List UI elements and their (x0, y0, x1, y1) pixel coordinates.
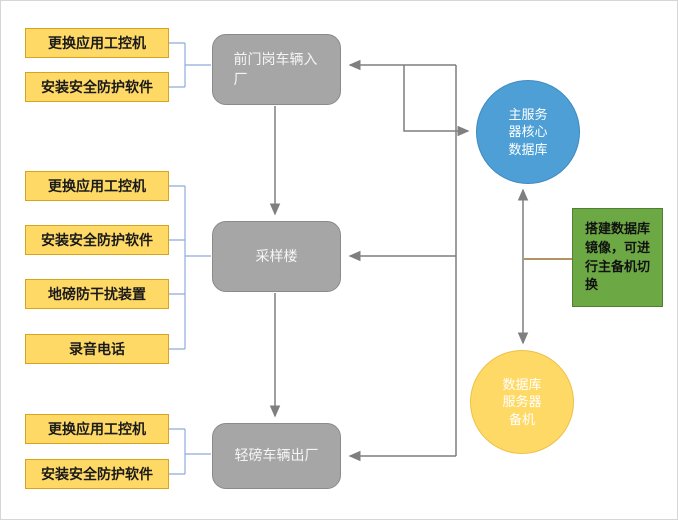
bracket-entry-group (169, 42, 211, 88)
arrow-entry-to-db (403, 65, 470, 137)
upgrade-tag-sampling-4: 录音电话 (25, 334, 169, 364)
station-exit-weighbridge: 轻磅车辆出厂 (212, 423, 341, 489)
bracket-exit-group (169, 428, 211, 475)
upgrade-tag-exit-1: 更换应用工控机 (25, 414, 169, 444)
mirror-note: 搭建数据库镜像，可进行主备机切换 (572, 208, 663, 307)
primary-db-label: 主服务器核心数据库 (508, 106, 548, 157)
backup-db-node: 数据库服务器备机 (470, 350, 574, 454)
upgrade-tag-exit-2: 安装安全防护软件 (25, 459, 169, 489)
upgrade-tag-entry-2: 安装安全防护软件 (25, 72, 169, 102)
backup-db-label: 数据库服务器备机 (502, 376, 542, 427)
bracket-sampling-group (169, 185, 211, 350)
station-entry-gate: 前门岗车辆入厂 (212, 34, 341, 105)
station-entry-gate-label: 前门岗车辆入厂 (233, 50, 318, 87)
upgrade-tag-sampling-3: 地磅防干扰装置 (25, 279, 169, 309)
bracket-lines (169, 42, 211, 475)
flow-arrows (269, 59, 529, 462)
station-sampling-building: 采样楼 (212, 221, 341, 292)
upgrade-tag-sampling-2: 安装安全防护软件 (25, 225, 169, 255)
upgrade-tag-entry-1: 更换应用工控机 (25, 28, 169, 58)
primary-db-node: 主服务器核心数据库 (476, 80, 580, 184)
station-exit-weighbridge-label: 轻磅车辆出厂 (234, 447, 319, 464)
station-sampling-building-label: 采样楼 (255, 247, 298, 264)
upgrade-tag-sampling-1: 更换应用工控机 (25, 171, 169, 201)
